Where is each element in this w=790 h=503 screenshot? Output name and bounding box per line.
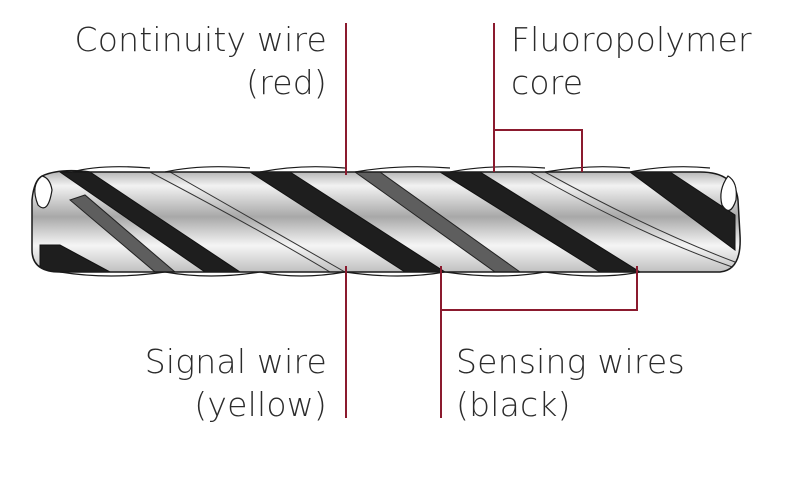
- leader-sensing: [440, 266, 638, 418]
- sensing-wires-label: Sensing wires (black): [456, 342, 685, 424]
- leader-core: [493, 23, 583, 172]
- strand-outlines: [149, 171, 736, 272]
- cable-end-right: [720, 175, 737, 211]
- cable-end-left: [34, 175, 53, 209]
- cable-body: [32, 170, 741, 272]
- cable-outline: [31, 169, 741, 273]
- signal-wire-label: Signal wire (yellow): [144, 342, 327, 424]
- fluoropolymer-core-label: Fluoropolymer core: [511, 20, 752, 102]
- continuity-wire-label: Continuity wire (red): [74, 20, 327, 102]
- leader-lines: [345, 23, 638, 418]
- strand-ridges: [59, 166, 711, 277]
